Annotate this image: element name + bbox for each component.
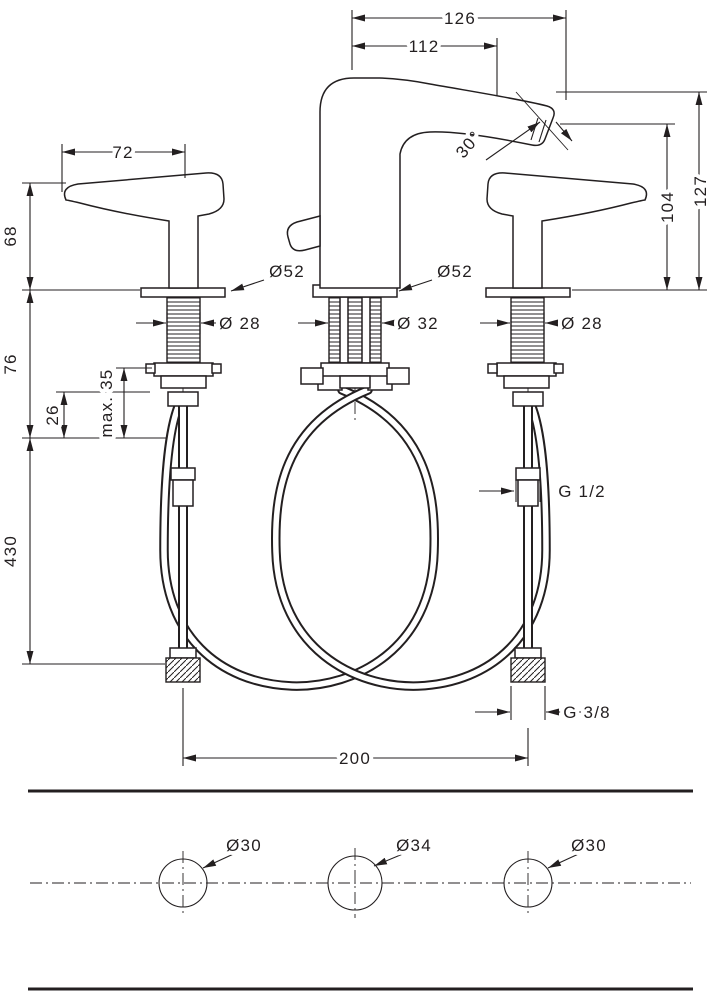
dim-shank-right: Ø 28 [480, 310, 606, 337]
flexible-hose-loops [159, 385, 551, 691]
dim-label: 430 [1, 535, 20, 567]
dim-label: max. 35 [97, 369, 116, 438]
dim-hole-spacing: 200 [182, 688, 529, 772]
dim-label: 68 [1, 225, 20, 246]
dim-escutcheon-left: Ø52 [230, 258, 308, 292]
tap-hole-right [503, 858, 553, 908]
faucet-front-view [63, 77, 648, 691]
supply-connector-g38 [165, 647, 546, 683]
dim-height-total: 127 [556, 91, 714, 291]
dim-handle-length: 72 [61, 139, 186, 192]
mounting-bracket-left [145, 362, 222, 389]
dim-label: 126 [444, 9, 476, 28]
shank-center [328, 296, 382, 364]
spout-angle-reference-line [515, 91, 569, 151]
dim-label: Ø30 [226, 836, 262, 855]
dim-shank-center: Ø 32 [298, 310, 442, 337]
dim-hose-thread: G 1/2 [479, 478, 609, 505]
dim-thread-length: 26 [39, 391, 150, 438]
supply-hoses [178, 392, 533, 650]
dim-label: G 3/8 [563, 703, 611, 722]
escutcheon-left [140, 287, 226, 298]
spout-lever-handle [286, 215, 321, 252]
hose-fitting [512, 391, 544, 407]
hose-fitting [167, 391, 199, 407]
shank-center-tube [339, 296, 349, 364]
mounting-bracket-right [487, 362, 564, 389]
dim-label: Ø52 [437, 262, 473, 281]
dim-label: Ø 32 [397, 314, 439, 333]
dim-supply-thread: G 3/8 [475, 686, 614, 726]
dim-label: Ø52 [269, 262, 305, 281]
dim-label: 127 [691, 175, 710, 207]
dim-spout-projection-inner: 112 [352, 33, 498, 96]
dim-label: 104 [658, 191, 677, 223]
spout-body [319, 77, 555, 289]
handle-right [486, 172, 648, 289]
tap-hole-center [327, 855, 383, 911]
mounting-bracket-center [300, 362, 410, 389]
dim-label: 76 [1, 353, 20, 374]
dim-label: 200 [339, 749, 371, 768]
dim-label: Ø 28 [219, 314, 261, 333]
dim-label: G 1/2 [558, 482, 606, 501]
dim-label: Ø30 [571, 836, 607, 855]
tap-hole-left [158, 858, 208, 908]
dim-label: 72 [112, 143, 133, 162]
mounting-plate-view: Ø30 Ø34 Ø30 [28, 789, 693, 991]
dim-label: 112 [409, 37, 440, 56]
dim-hose-length: 430 [0, 438, 165, 665]
dim-label: 26 [43, 404, 62, 425]
handle-left [63, 172, 225, 289]
shank-left [166, 296, 201, 364]
dim-depth-below-deck: 76 [0, 290, 166, 439]
dim-hole-left: Ø30 [202, 832, 265, 869]
dim-height-outlet: 104 [560, 123, 681, 290]
dim-hole-right: Ø30 [547, 832, 610, 869]
dim-label: Ø 28 [561, 314, 603, 333]
dim-hole-center: Ø34 [373, 832, 435, 867]
shank-right [510, 296, 545, 364]
hose-nut-g12 [170, 467, 541, 507]
flow-direction-arrow-icon [555, 121, 573, 142]
dim-label: Ø34 [396, 836, 432, 855]
escutcheon-right [485, 287, 571, 298]
dim-shank-left: Ø 28 [136, 310, 264, 337]
dim-spout-projection: 126 [351, 5, 567, 100]
dim-escutcheon-center: Ø52 [398, 258, 476, 292]
dim-deck-thickness-max: max. 35 [93, 365, 152, 441]
shank-center-tube [361, 296, 371, 364]
